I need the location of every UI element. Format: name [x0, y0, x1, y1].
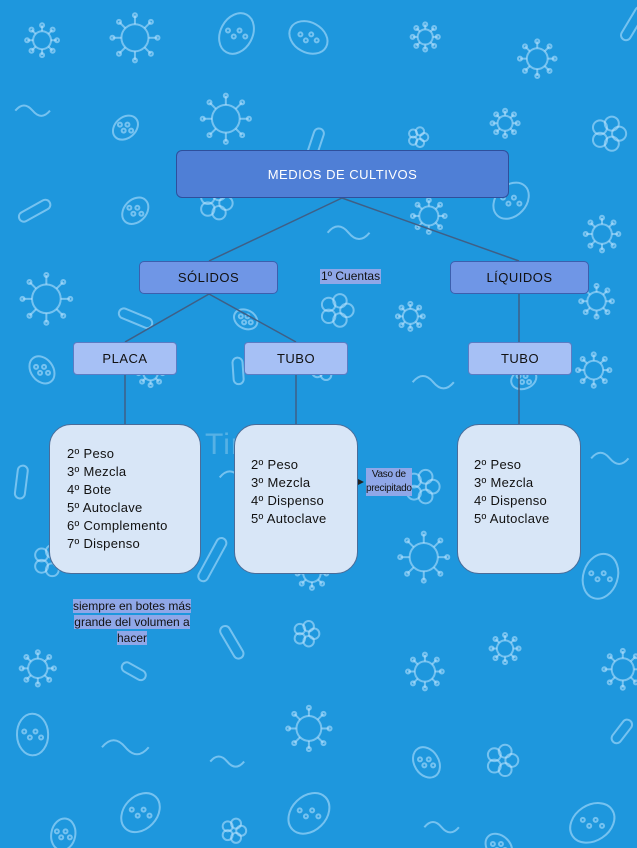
vaso-label: Vaso de precipitado	[366, 468, 412, 496]
microbe-icon	[16, 713, 48, 755]
microbe-icon	[328, 226, 370, 239]
microbe-icon	[407, 470, 439, 503]
microbe-icon	[25, 23, 59, 57]
steps-box-tubo-solido: 2º Peso 3º Mezcla 4º Dispenso 5º Autocla…	[234, 424, 358, 574]
steps-box-tubo-liquido: 2º Peso 3º Mezcla 4º Dispenso 5º Autocla…	[457, 424, 581, 574]
microbe-icon	[490, 633, 521, 664]
steps-list-placa: 2º Peso 3º Mezcla 4º Bote 5º Autoclave 6…	[67, 445, 168, 553]
microbe-icon	[197, 536, 229, 583]
step-item: 4º Dispenso	[474, 492, 550, 510]
placa-note-line: siempre en botes más	[73, 599, 191, 613]
microbe-icon	[20, 273, 72, 325]
step-item: 3º Mezcla	[251, 474, 327, 492]
microbe-icon	[15, 105, 50, 115]
microbe-icon	[563, 795, 622, 848]
microbe-icon	[396, 302, 425, 331]
microbe-icon	[110, 13, 159, 62]
microbe-icon	[424, 822, 459, 832]
node-solidos: SÓLIDOS	[139, 261, 278, 294]
microbe-icon	[295, 621, 320, 646]
microbe-icon	[284, 15, 334, 61]
microbe-icon	[413, 376, 454, 388]
microbe-icon	[411, 22, 440, 51]
cuentas-label: 1º Cuentas	[320, 269, 381, 284]
microbe-icon	[210, 756, 244, 766]
node-tubo-liquido: TUBO	[468, 342, 572, 375]
step-item: 3º Mezcla	[474, 474, 550, 492]
steps-box-placa: 2º Peso 3º Mezcla 4º Bote 5º Autoclave 6…	[49, 424, 201, 574]
microbe-icon	[602, 649, 637, 690]
microbe-icon	[117, 192, 154, 229]
microbe-icon	[231, 305, 261, 333]
microbe-icon	[201, 94, 251, 144]
node-placa: PLACA	[73, 342, 177, 375]
title-node: MEDIOS DE CULTIVOS	[176, 150, 509, 198]
step-item: 5º Autoclave	[67, 499, 168, 517]
microbe-icon	[584, 216, 621, 253]
microbe-icon	[14, 465, 28, 499]
microbe-icon	[593, 117, 626, 151]
placa-note-line: hacer	[117, 631, 147, 645]
microbe-icon	[591, 453, 628, 464]
microbe-icon	[49, 817, 78, 848]
microbe-icon	[518, 39, 557, 78]
step-item: 7º Dispenso	[67, 535, 168, 553]
node-liquidos: LÍQUIDOS	[450, 261, 589, 294]
microbe-icon	[610, 718, 634, 746]
microbe-icon	[286, 706, 331, 751]
steps-list-tubo-solido: 2º Peso 3º Mezcla 4º Dispenso 5º Autocla…	[251, 456, 327, 528]
placa-note-line: grande del volumen a	[74, 615, 189, 629]
microbe-icon	[577, 549, 624, 603]
microbe-icon	[576, 352, 611, 387]
microbe-icon	[491, 109, 520, 138]
microbe-icon	[409, 127, 428, 147]
node-tubo-solido: TUBO	[244, 342, 348, 375]
microbe-icon	[120, 660, 148, 681]
microbe-icon	[480, 828, 517, 848]
microbe-icon	[619, 5, 637, 42]
vaso-label-line: Vaso de	[366, 468, 412, 482]
microbe-icon	[102, 740, 149, 754]
vaso-label-line: precipitado	[366, 482, 412, 496]
microbe-icon	[113, 785, 167, 839]
microbe-icon	[20, 650, 56, 686]
microbe-icon	[108, 111, 143, 145]
microbe-icon	[406, 653, 444, 691]
step-item: 2º Peso	[67, 445, 168, 463]
microbe-icon	[232, 357, 244, 384]
microbe-icon	[411, 198, 447, 234]
microbe-icon	[212, 7, 261, 60]
step-item: 2º Peso	[474, 456, 550, 474]
step-item: 3º Mezcla	[67, 463, 168, 481]
steps-list-tubo-liquido: 2º Peso 3º Mezcla 4º Dispenso 5º Autocla…	[474, 456, 550, 528]
microbe-icon	[280, 785, 337, 842]
step-item: 4º Bote	[67, 481, 168, 499]
microbe-icon	[17, 198, 52, 224]
microbe-icon	[24, 351, 59, 388]
microbe-icon	[488, 745, 518, 776]
microbe-icon	[218, 624, 245, 660]
step-item: 5º Autoclave	[474, 510, 550, 528]
microbe-icon	[408, 742, 446, 782]
step-item: 2º Peso	[251, 456, 327, 474]
step-item: 5º Autoclave	[251, 510, 327, 528]
placa-note: siempre en botes más grande del volumen …	[62, 598, 202, 646]
microbe-icon	[322, 294, 354, 327]
microbe-icon	[223, 819, 246, 843]
microbe-icon	[117, 307, 153, 330]
step-item: 4º Dispenso	[251, 492, 327, 510]
microbe-icon	[398, 532, 449, 583]
step-item: 6º Complemento	[67, 517, 168, 535]
